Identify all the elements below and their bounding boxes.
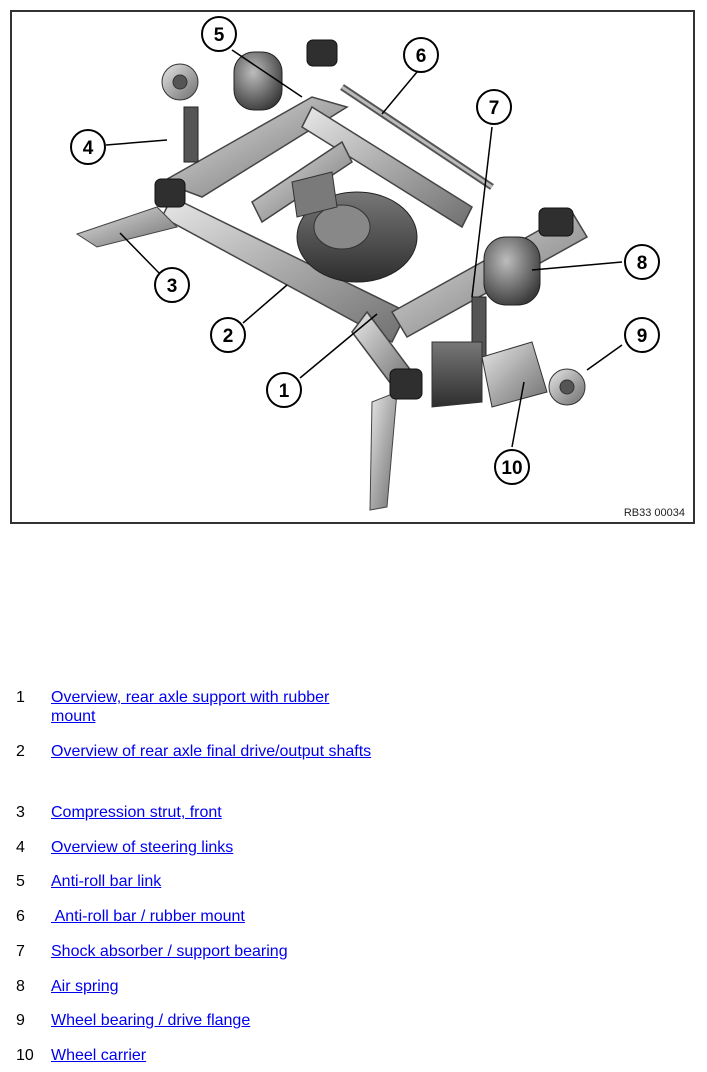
legend-link[interactable]: Compression strut, front [51, 804, 222, 821]
callout-1: 1 [266, 372, 302, 408]
legend-link[interactable]: Overview, rear axle support with rubber … [51, 689, 330, 725]
legend-number: 6 [16, 908, 25, 925]
callout-5: 5 [201, 16, 237, 52]
legend-link[interactable]: Anti-roll bar link [51, 873, 162, 890]
legend-number: 7 [16, 943, 25, 960]
callout-10: 10 [494, 449, 530, 485]
legend-number: 9 [16, 1012, 25, 1029]
callout-4: 4 [70, 129, 106, 165]
legend-link[interactable]: Wheel bearing / drive flange [51, 1012, 251, 1029]
compression-strut [75, 206, 398, 511]
legend-number: 5 [16, 873, 25, 890]
callout-7: 7 [476, 89, 512, 125]
svg-text:10: 10 [501, 458, 522, 479]
wheel-carriers [161, 63, 586, 408]
svg-text:5: 5 [214, 25, 225, 46]
rear-axle-figure: 1 2 3 4 5 6 7 8 [10, 10, 695, 524]
legend-link[interactable]: Wheel carrier [51, 1047, 147, 1064]
legend-number: 3 [16, 804, 25, 821]
legend-number: 10 [16, 1047, 34, 1064]
legend-link[interactable]: Air spring [51, 978, 119, 995]
svg-text:2: 2 [223, 326, 234, 347]
legend-link[interactable]: Shock absorber / support bearing [51, 943, 288, 960]
rear-axle-illustration: 1 2 3 4 5 6 7 8 [70, 16, 660, 511]
figure-reference-code: RB33 00034 [623, 507, 685, 519]
legend-number: 4 [16, 839, 25, 856]
legend-number: 2 [16, 743, 25, 760]
legend-number: 8 [16, 978, 25, 995]
legend-number: 1 [16, 689, 25, 706]
svg-text:6: 6 [416, 46, 427, 67]
rubber-mounts [154, 39, 574, 400]
legend-link[interactable]: Anti-roll bar / rubber mount [51, 908, 245, 925]
callout-6: 6 [403, 37, 439, 73]
callout-3: 3 [154, 267, 190, 303]
svg-text:8: 8 [637, 253, 648, 274]
svg-text:3: 3 [167, 276, 178, 297]
legend-link[interactable]: Overview of rear axle final drive/output… [51, 743, 372, 760]
svg-text:7: 7 [489, 98, 500, 119]
legend-link[interactable]: Overview of steering links [51, 839, 234, 856]
final-drive [291, 171, 418, 283]
svg-text:9: 9 [637, 326, 648, 347]
callout-9: 9 [624, 317, 660, 353]
callout-leaders [105, 49, 623, 448]
anti-roll-bar [340, 84, 494, 190]
callout-8: 8 [624, 244, 660, 280]
svg-text:4: 4 [83, 138, 94, 159]
callout-2: 2 [210, 317, 246, 353]
svg-text:1: 1 [279, 381, 290, 402]
air-springs [233, 51, 541, 306]
